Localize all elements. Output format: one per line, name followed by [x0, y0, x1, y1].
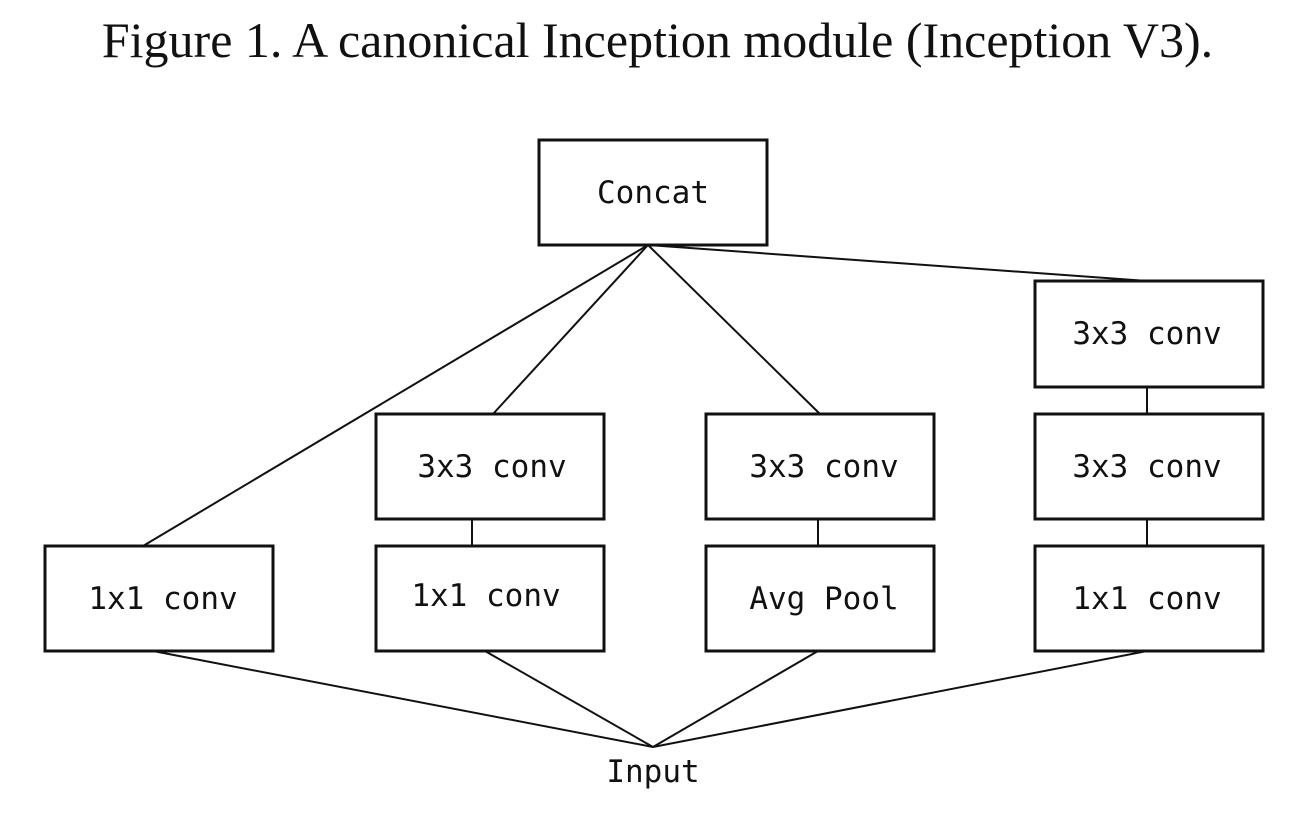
concat-label: Concat	[597, 175, 709, 211]
branch4-1x1-conv-label: 1x1 conv	[1072, 581, 1221, 617]
branch4-3x3-conv-top-label: 3x3 conv	[1072, 316, 1221, 352]
edge-branch1-to-concat	[142, 244, 649, 547]
branch3-3x3-conv-node: 3x3 conv	[704, 412, 936, 521]
branch2-3x3-conv-box	[374, 412, 606, 521]
branch3-avg-pool-node: Avg Pool	[704, 544, 936, 653]
figure-caption: Figure 1. A canonical Inception module (…	[101, 12, 1214, 68]
branch4-3x3-conv-mid-node: 3x3 conv	[1033, 412, 1265, 521]
branch1-1x1-conv-node: 1x1 conv	[43, 544, 275, 653]
edge-input-to-branch4-1x1-conv	[652, 650, 1148, 748]
concat-node: Concat	[537, 138, 769, 247]
edge-input-to-branch2-1x1-conv	[484, 650, 654, 748]
branch2-3x3-conv-label: 3x3 conv	[417, 449, 566, 485]
edge-input-to-branch3-avg-pool	[652, 650, 819, 748]
edge-input-to-branch1-1x1-conv	[152, 650, 654, 748]
input-label: Input	[606, 754, 699, 790]
branch4-3x3-conv-top-node: 3x3 conv	[1033, 279, 1265, 389]
branch4-1x1-conv-node: 1x1 conv	[1033, 544, 1265, 653]
branch3-avg-pool-box	[704, 544, 936, 653]
edge-branch4-to-concat	[647, 244, 1148, 282]
branch4-3x3-conv-top-box	[1033, 279, 1265, 389]
branch2-1x1-conv-node: 1x1 conv	[374, 544, 606, 653]
branch3-3x3-conv-box	[704, 412, 936, 521]
branch4-3x3-conv-mid-label: 3x3 conv	[1072, 449, 1221, 485]
branch2-3x3-conv-node: 3x3 conv	[374, 412, 606, 521]
branch1-1x1-conv-label: 1x1 conv	[88, 581, 237, 617]
branch4-1x1-conv-box	[1033, 544, 1265, 653]
branch2-1x1-conv-label: 1x1 conv	[411, 578, 560, 614]
branch2-1x1-conv-box	[374, 544, 606, 653]
branch3-avg-pool-label: Avg Pool	[749, 581, 898, 617]
branch1-1x1-conv-box	[43, 544, 275, 653]
branch4-3x3-conv-mid-box	[1033, 412, 1265, 521]
edge-branch2-to-concat	[492, 244, 649, 415]
edge-branch3-to-concat	[647, 244, 821, 415]
branch3-3x3-conv-label: 3x3 conv	[749, 449, 898, 485]
concat-box	[537, 138, 769, 247]
